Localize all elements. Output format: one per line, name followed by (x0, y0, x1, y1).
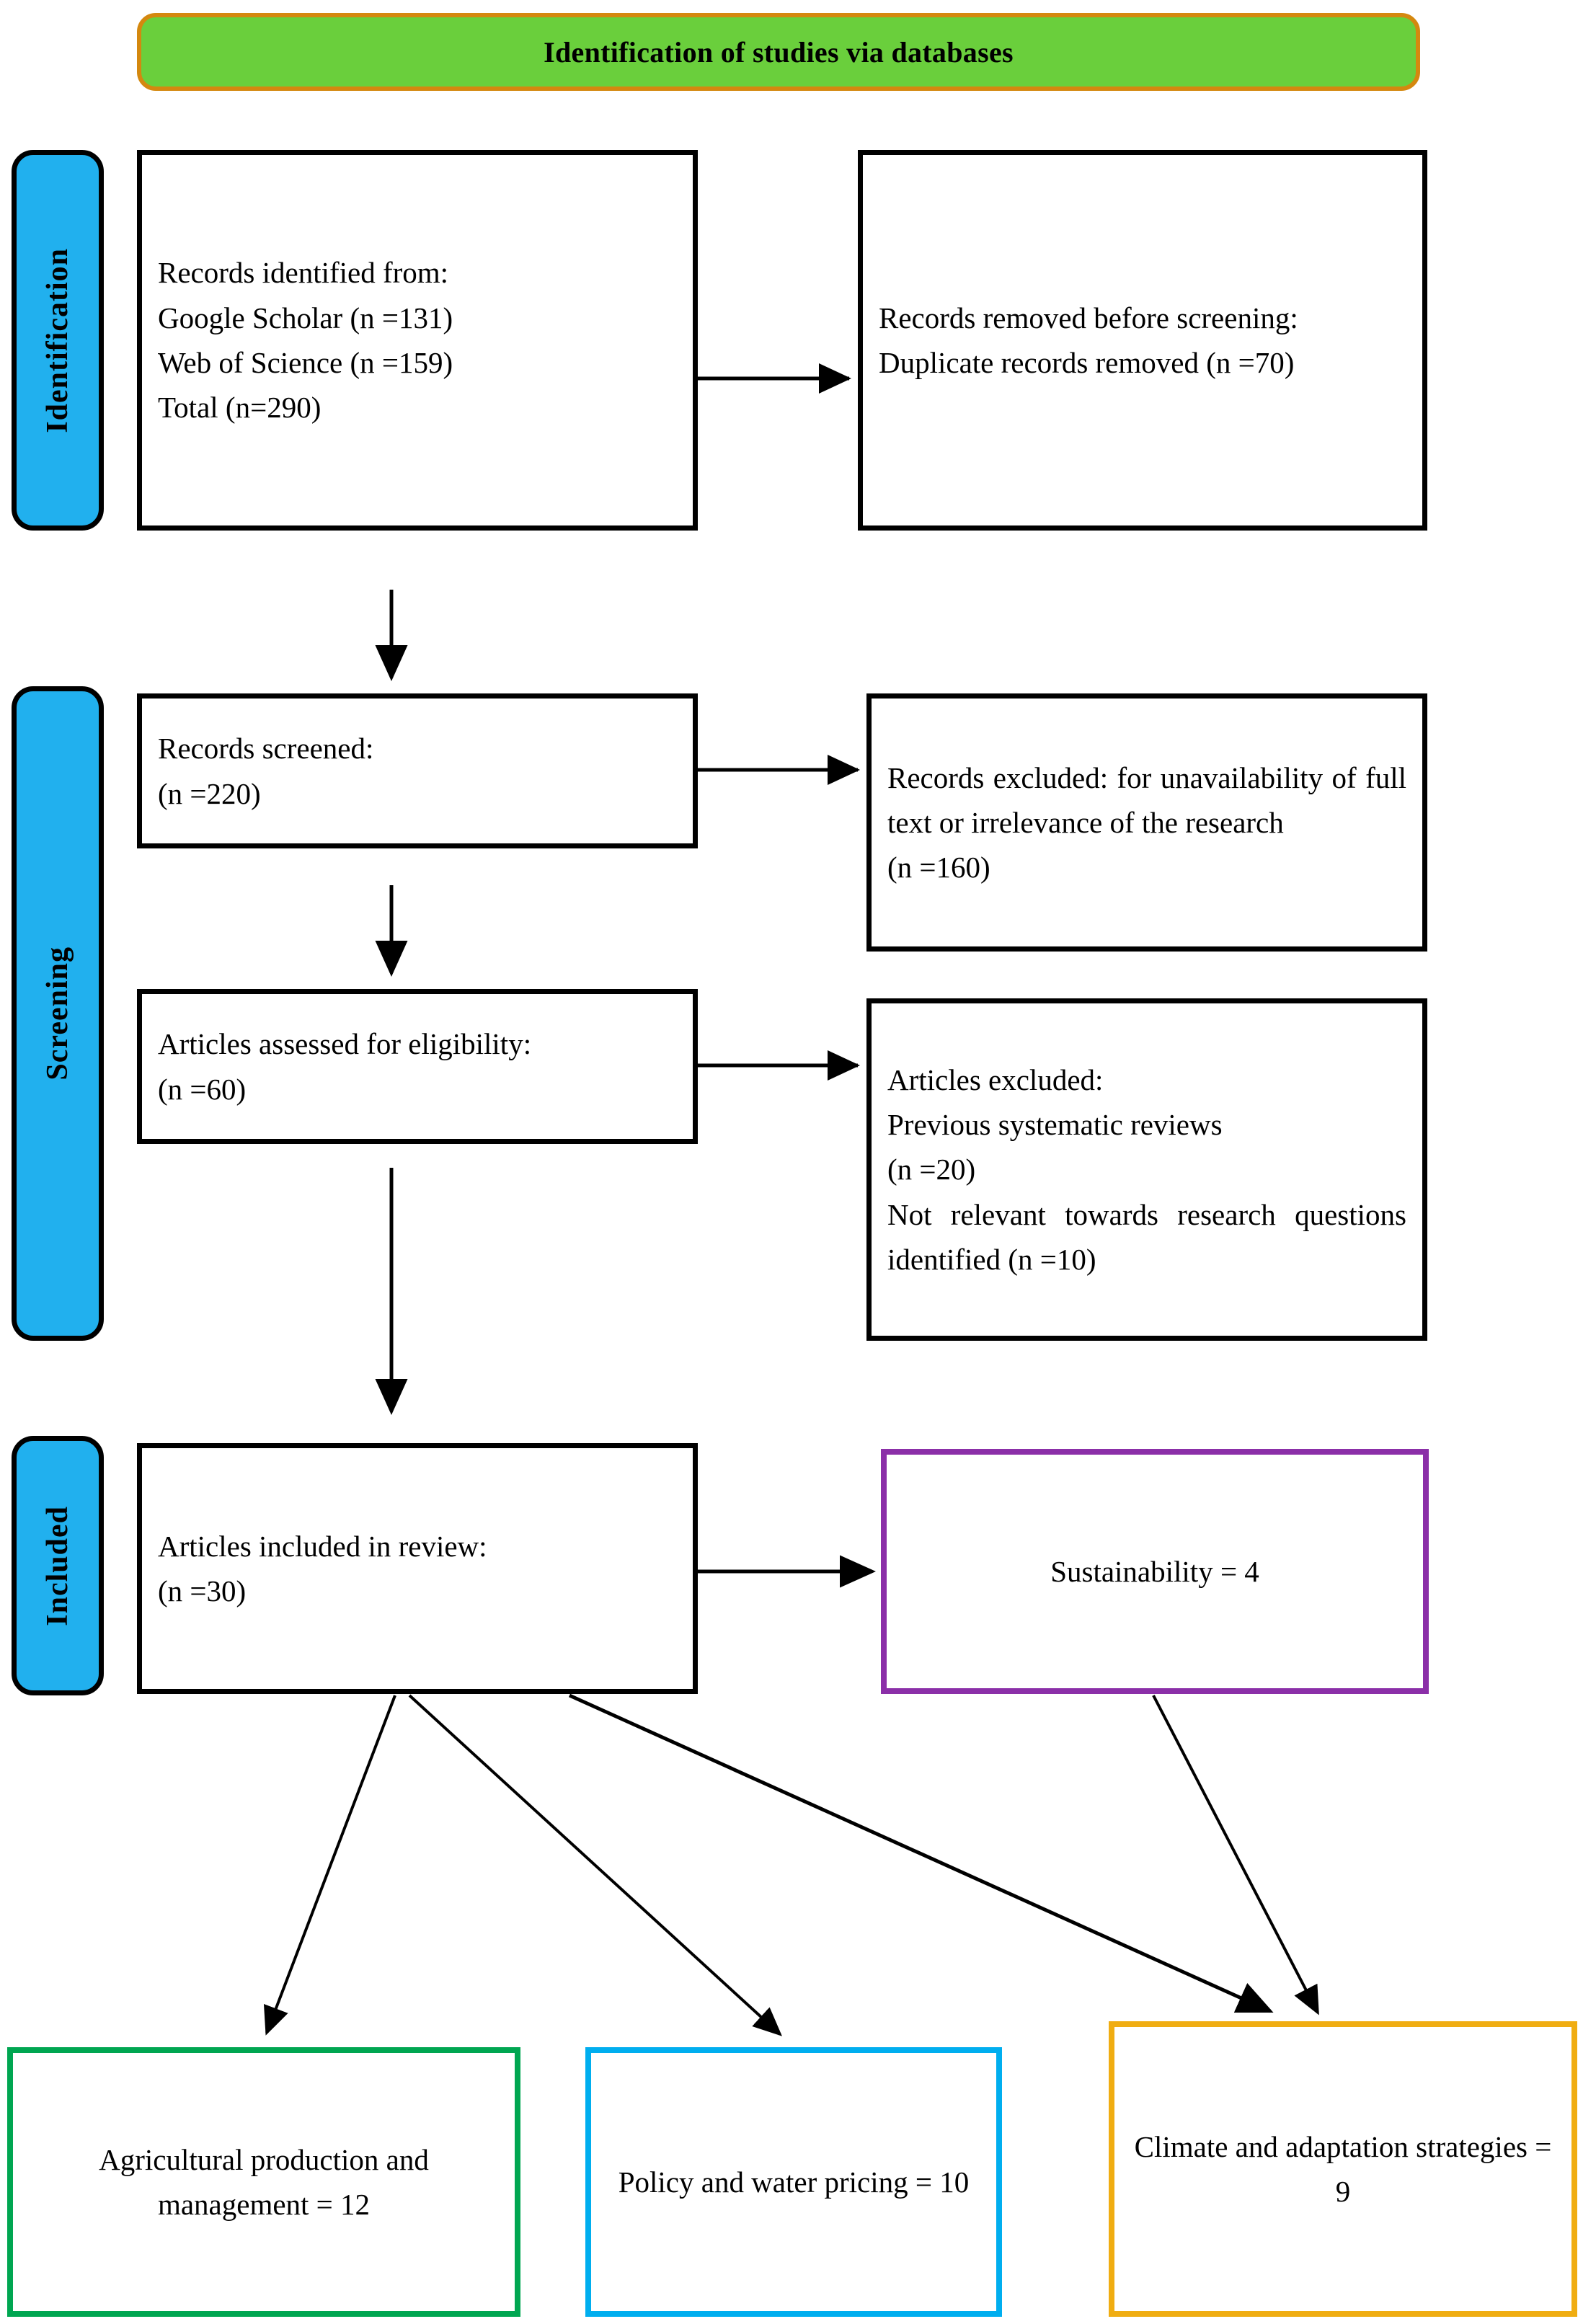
records-identified-line-4: Total (n=290) (158, 391, 322, 425)
records-excluded-line-2: (n =160) (887, 851, 990, 884)
arrow-sustainability-to-climate (1152, 1695, 1319, 2015)
stage-label-screening-text: Screening (41, 946, 74, 1081)
articles-assessed-line-2: (n =60) (158, 1072, 247, 1106)
records-identified-line-3: Web of Science (n =159) (158, 346, 453, 379)
sustainability-label: Sustainability = 4 (1050, 1554, 1259, 1588)
box-agricultural-production: Agricultural production and management =… (7, 2047, 520, 2317)
agricultural-label: Agricultural production and management =… (99, 2142, 429, 2221)
articles-excluded-line-1: Articles excluded: (887, 1063, 1104, 1096)
stage-label-included: Included (12, 1436, 104, 1695)
box-policy-water-pricing: Policy and water pricing = 10 (585, 2047, 1002, 2317)
stage-label-identification: Identification (12, 150, 104, 531)
climate-label: Climate and adaptation strategies = 9 (1134, 2129, 1552, 2208)
records-screened-line-2: (n =220) (158, 776, 261, 810)
records-removed-line-2: Duplicate records removed (n =70) (879, 346, 1295, 379)
arrow-included-to-climate (568, 1693, 1274, 2013)
stage-label-identification-text: Identification (41, 247, 74, 433)
box-records-excluded: Records excluded: for unavailability of … (866, 693, 1427, 952)
box-articles-excluded: Articles excluded: Previous systematic r… (866, 998, 1427, 1341)
diagram-title-text: Identification of studies via databases (544, 35, 1014, 68)
box-records-removed: Records removed before screening: Duplic… (858, 150, 1427, 531)
box-climate-adaptation: Climate and adaptation strategies = 9 (1109, 2021, 1577, 2317)
stage-label-screening: Screening (12, 686, 104, 1341)
policy-label: Policy and water pricing = 10 (618, 2165, 970, 2199)
records-removed-line-1: Records removed before screening: (879, 301, 1298, 334)
records-identified-line-2: Google Scholar (n =131) (158, 301, 453, 334)
box-records-identified: Records identified from: Google Scholar … (137, 150, 698, 531)
diagram-title-banner: Identification of studies via databases (137, 13, 1420, 91)
box-articles-assessed: Articles assessed for eligibility: (n =6… (137, 989, 698, 1144)
articles-included-line-1: Articles included in review: (158, 1529, 487, 1563)
articles-assessed-line-1: Articles assessed for eligibility: (158, 1027, 532, 1061)
records-identified-line-1: Records identified from: (158, 256, 449, 290)
records-excluded-line-1: Records excluded: for unavailability of … (887, 760, 1406, 839)
articles-included-line-2: (n =30) (158, 1574, 247, 1607)
arrow-included-to-policy (408, 1694, 782, 2036)
articles-excluded-line-4: Not relevant towards research questions … (887, 1197, 1406, 1276)
box-sustainability: Sustainability = 4 (881, 1449, 1429, 1694)
stage-label-included-text: Included (41, 1505, 74, 1626)
box-articles-included: Articles included in review: (n =30) (137, 1443, 698, 1694)
records-screened-line-1: Records screened: (158, 732, 374, 766)
arrow-included-to-agricultural (263, 1695, 396, 2036)
articles-excluded-line-2: Previous systematic reviews (887, 1108, 1223, 1142)
box-records-screened: Records screened: (n =220) (137, 693, 698, 848)
articles-excluded-line-3: (n =20) (887, 1153, 976, 1187)
